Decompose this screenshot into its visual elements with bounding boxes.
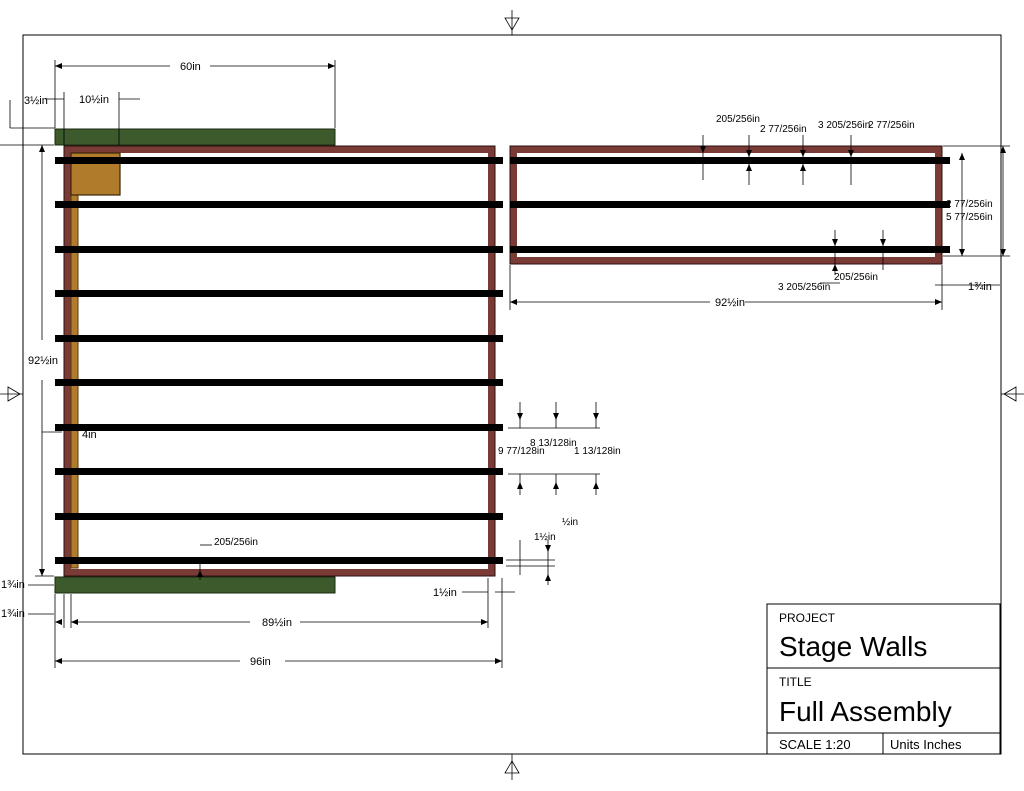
slat — [55, 379, 503, 386]
title-block-frame — [766, 603, 1001, 755]
slat — [55, 424, 503, 431]
bottom-plate — [54, 576, 336, 594]
left-slats — [55, 157, 503, 564]
project-label: PROJECT — [779, 611, 836, 625]
dim-5-77: 5 77/256in — [946, 212, 993, 223]
center-mark-bottom — [504, 754, 520, 780]
center-mark-top — [504, 10, 520, 35]
title-block: PROJECT Stage Walls TITLE Full Assembly … — [766, 603, 1001, 755]
dimension-lines — [0, 60, 1010, 668]
dim-205-low: 205/256in — [834, 272, 878, 283]
slat — [55, 201, 503, 208]
dim-8-13: 8 13/128in — [530, 438, 577, 449]
slat — [55, 290, 503, 297]
slat — [55, 246, 503, 253]
dim-9-77: 9 77/128in — [498, 446, 545, 457]
top-plate — [54, 128, 336, 146]
units-label: Units Inches — [890, 737, 962, 752]
title-value: Full Assembly — [779, 696, 952, 727]
center-mark-left — [0, 386, 23, 402]
dim-205-top: 205/256in — [716, 114, 760, 125]
dimension-arrows — [39, 63, 1006, 664]
slat — [55, 557, 503, 564]
dim-60in: 60in — [180, 61, 201, 73]
dim-1-3q-b: 1¾in — [1, 608, 25, 620]
dim-2-77-a: 2 77/256in — [760, 124, 807, 135]
slat — [510, 246, 950, 253]
dim-96in: 96in — [250, 656, 271, 668]
dim-1-3q-right: 1¾in — [968, 281, 992, 293]
dim-2-77-c: 2 77/256in — [946, 199, 993, 210]
slat — [55, 335, 503, 342]
left-wall-assembly — [54, 128, 503, 594]
dim-4in: 4in — [82, 429, 97, 441]
dim-3-205-low: 3 205/256in — [778, 282, 830, 293]
left-frame-opening — [71, 153, 488, 569]
dim-1-13: 1 13/128in — [574, 446, 621, 457]
dim-1-half-b: ½in — [562, 517, 578, 528]
title-label: TITLE — [779, 675, 812, 689]
dim-92-half-left: 92½in — [28, 355, 58, 367]
slat — [510, 157, 950, 164]
dim-1-half-a: 1½in — [534, 532, 556, 543]
dim-3-half: 3½in — [24, 95, 48, 107]
dim-205-bottom: 205/256in — [214, 537, 258, 548]
scale-label: SCALE 1:20 — [779, 737, 851, 752]
slat — [55, 513, 503, 520]
dim-2-77-b: 2 77/256in — [868, 120, 915, 131]
project-value: Stage Walls — [779, 631, 927, 662]
dim-3-205: 3 205/256in — [818, 120, 870, 131]
slat — [55, 468, 503, 475]
center-mark-right — [1001, 386, 1024, 402]
dim-1-3q-a: 1¾in — [1, 579, 25, 591]
dim-1-half-corner: 1½in — [433, 587, 457, 599]
right-wall-assembly — [509, 145, 950, 265]
slat — [510, 201, 950, 208]
dim-89-half: 89½in — [262, 617, 292, 629]
dim-92-half-right: 92½in — [715, 297, 745, 309]
slat — [55, 157, 503, 164]
dim-10-half: 10½in — [79, 94, 109, 106]
